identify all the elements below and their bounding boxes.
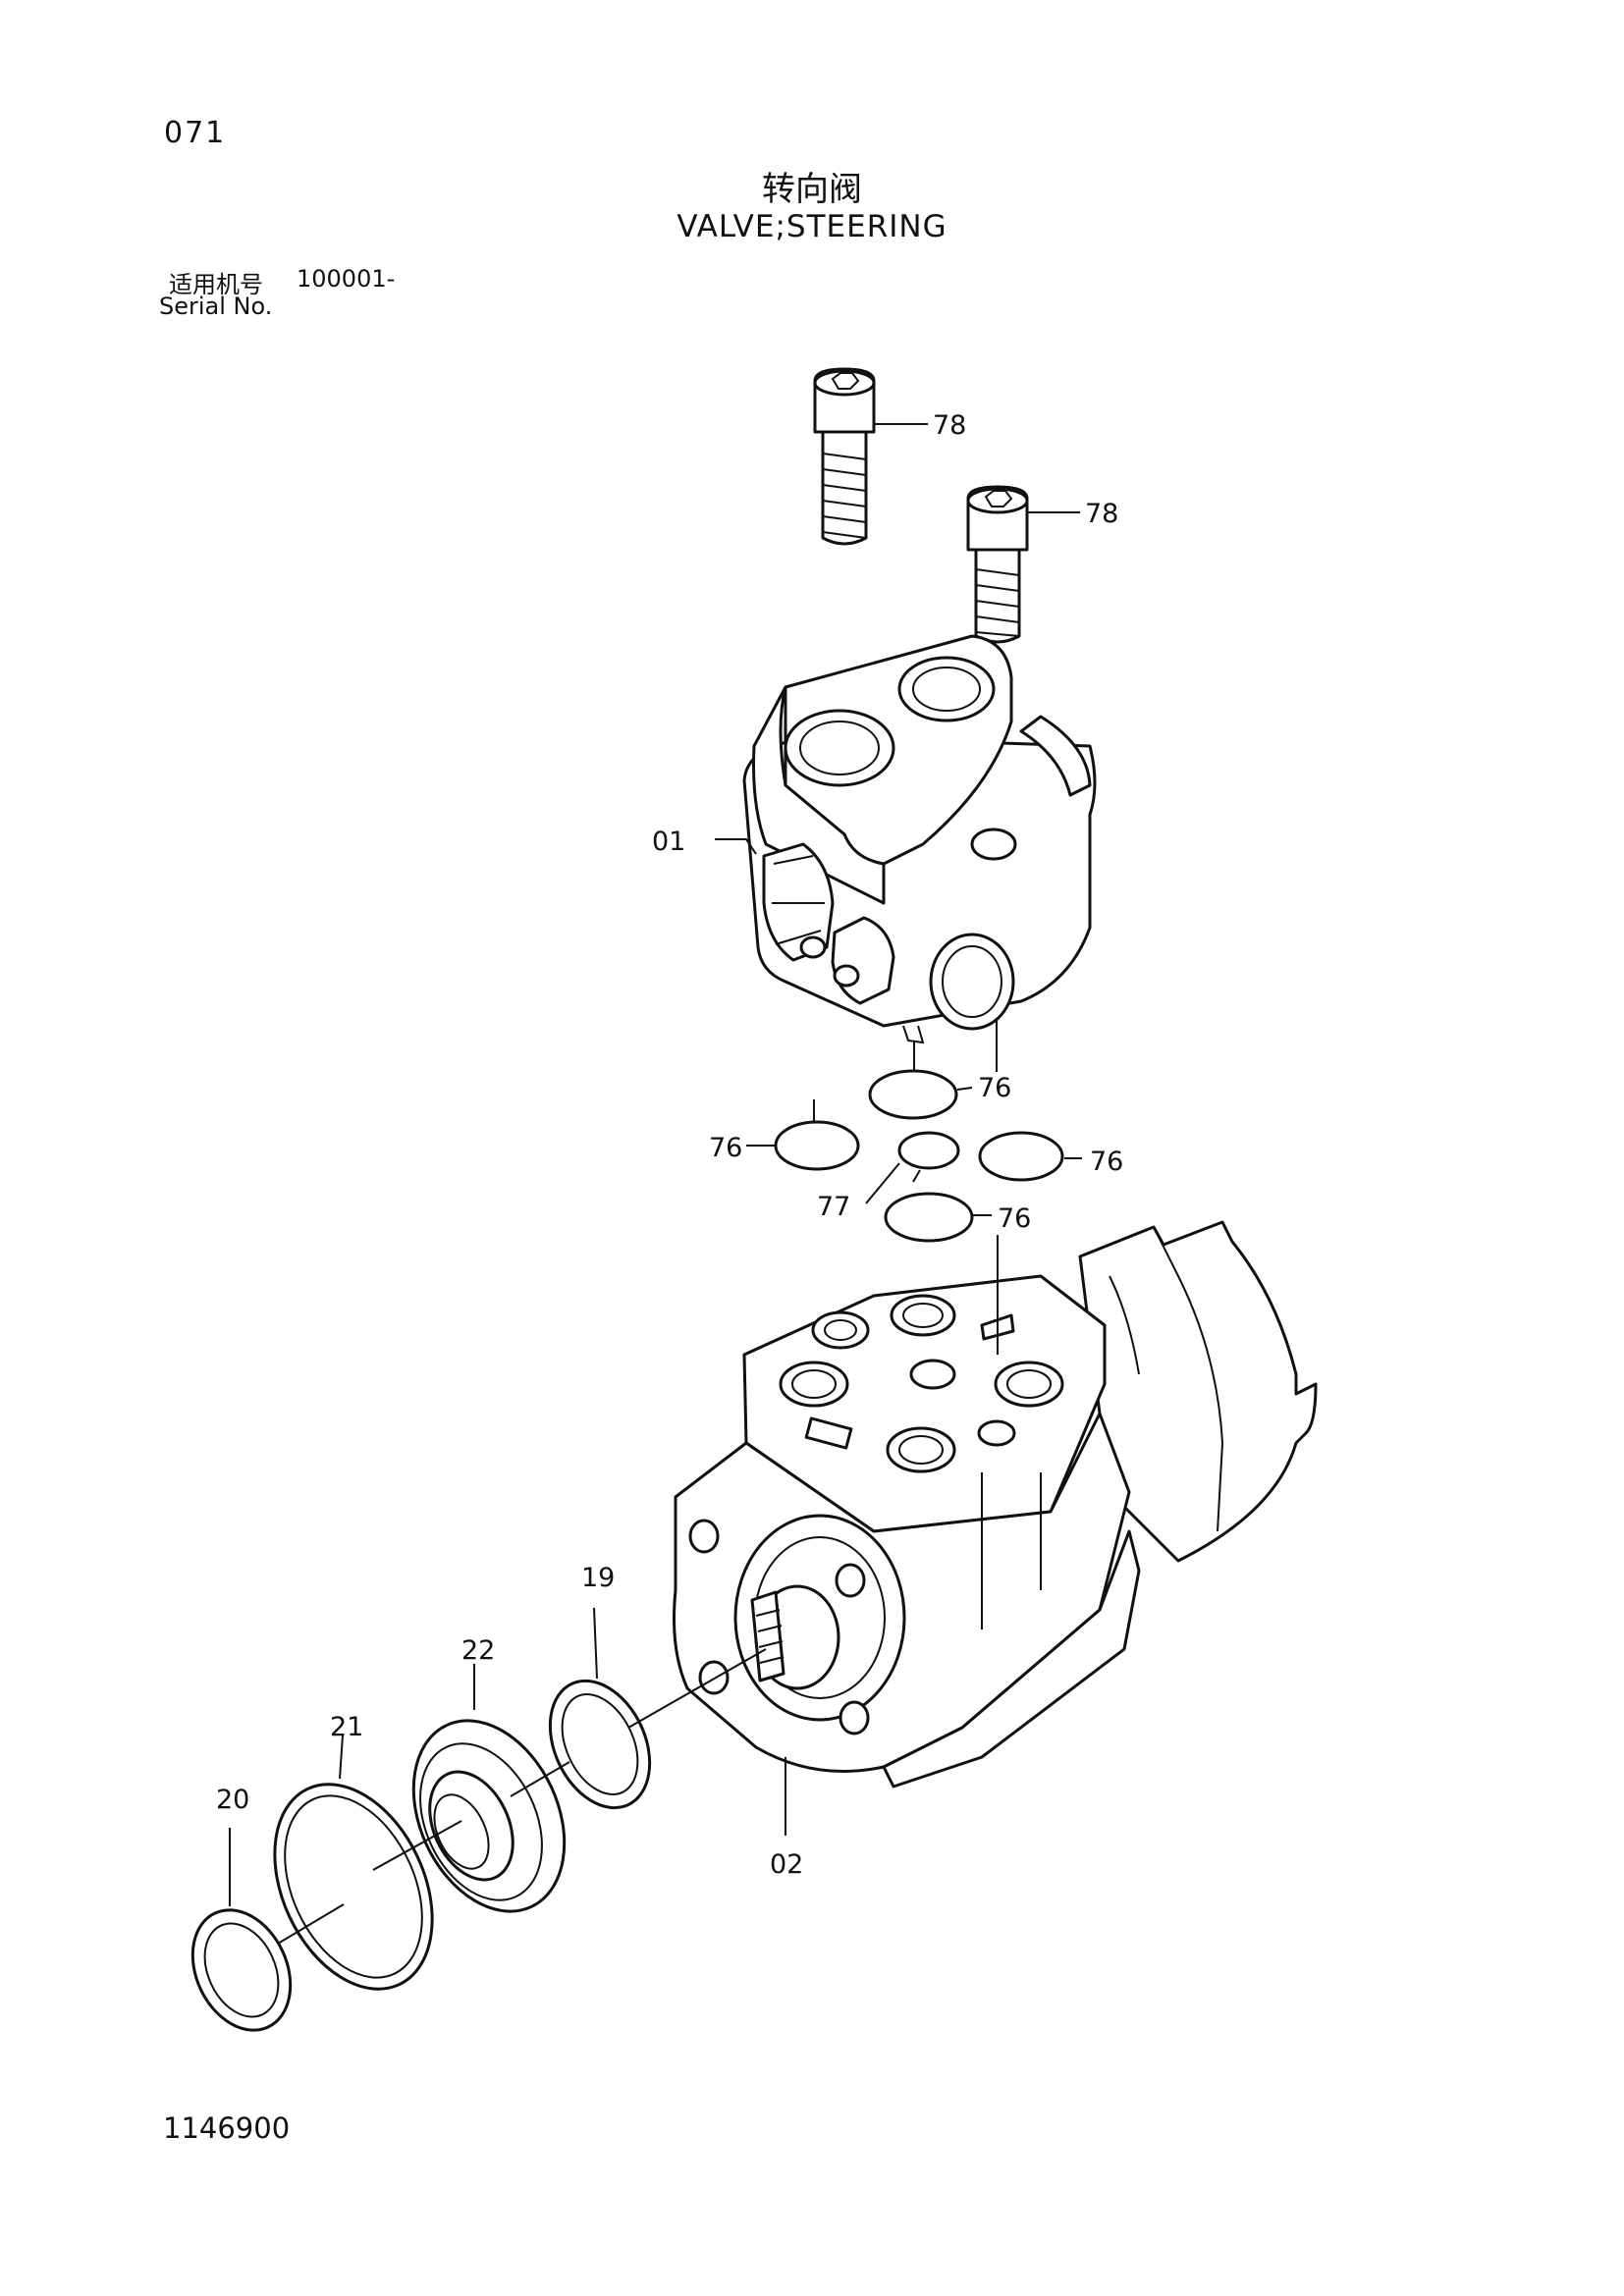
cap-screw-78-left (813, 367, 876, 546)
o-ring-76-bottom (884, 1192, 974, 1243)
o-ring-76-right (978, 1131, 1064, 1182)
seal-ring-19 (548, 1679, 652, 1810)
page-title-chinese: 转向阀 (762, 170, 862, 209)
callout-76-top: 76 (978, 1073, 1011, 1103)
callout-21: 21 (330, 1712, 363, 1742)
valve-body-01 (742, 634, 1097, 1044)
o-ring-76-top (868, 1069, 958, 1120)
callout-77: 77 (817, 1192, 850, 1222)
callout-02: 02 (770, 1849, 803, 1880)
leader-lines (229, 423, 1082, 1906)
callout-19: 19 (581, 1563, 615, 1593)
page-number: 071 (164, 116, 227, 150)
document-number: 1146900 (163, 2111, 291, 2145)
callout-01: 01 (652, 827, 685, 857)
cap-screw-78-right (966, 485, 1029, 644)
callout-76-right: 76 (1090, 1147, 1123, 1177)
callout-76-left: 76 (709, 1133, 742, 1163)
washer-20 (190, 1908, 293, 2032)
callout-78-second: 78 (1085, 499, 1118, 529)
o-ring-76-left (774, 1120, 860, 1171)
serial-range: 100001- (297, 265, 396, 293)
callout-20: 20 (216, 1785, 249, 1815)
snap-ring-21 (273, 1783, 434, 1991)
callout-78-top: 78 (933, 410, 966, 441)
serial-label-chinese: 适用机号 (169, 271, 263, 298)
serial-label-english: Serial No. (159, 293, 273, 320)
o-ring-77 (897, 1131, 960, 1170)
page-title-english: VALVE;STEERING (677, 209, 947, 244)
steering-unit-body-02 (673, 1220, 1318, 1789)
callout-22: 22 (461, 1635, 495, 1666)
callout-76-bottom: 76 (998, 1203, 1031, 1234)
seal-22 (411, 1719, 567, 1913)
